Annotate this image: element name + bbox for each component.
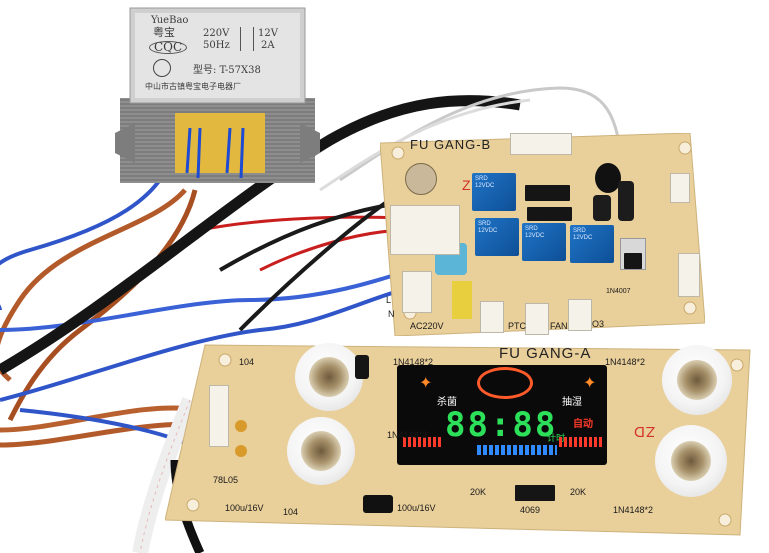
level-bar-center xyxy=(477,445,557,455)
transformer-output-current: 2A xyxy=(261,40,275,51)
blue-wire xyxy=(0,139,177,310)
silk-label-n: N xyxy=(388,309,395,319)
silk-cap-104-2: 104 xyxy=(239,357,255,367)
connector-l-n[interactable] xyxy=(402,271,432,313)
lcd-time-digits: 88:88 xyxy=(445,405,558,445)
silk-label-o3: O3 xyxy=(592,319,605,329)
regulator-body xyxy=(624,253,642,269)
spark-icon: ✦ xyxy=(583,375,597,392)
connector-ptc[interactable] xyxy=(480,301,504,333)
smd-electrolytic-capacitor xyxy=(363,495,393,513)
silk-diode-label: 1N4148*2 xyxy=(393,357,434,367)
knob-socket xyxy=(301,431,341,471)
red-wire xyxy=(199,215,401,232)
blue-wire xyxy=(0,268,411,332)
transformer-output-voltage: 12V xyxy=(258,28,278,39)
connector-ribbon-header[interactable] xyxy=(209,385,229,447)
ribbon-cable-edge xyxy=(139,399,191,553)
silk-cap-104: 104 xyxy=(283,507,299,517)
silk-diode-label-4: 1N4148*2 xyxy=(613,505,654,515)
certification-mark xyxy=(153,59,171,77)
electrolytic-capacitor xyxy=(593,195,611,221)
blue-wire xyxy=(0,283,421,402)
transformer-brand-cn: 粤宝 xyxy=(153,26,175,39)
level-bar-left xyxy=(403,437,443,447)
transformer-input-freq: 50Hz xyxy=(203,40,230,51)
tantalum-capacitor xyxy=(235,420,247,432)
knob-socket xyxy=(309,357,349,397)
fan-icon xyxy=(477,367,533,399)
fuse-holder xyxy=(452,281,472,319)
transformer-cert: CQC xyxy=(149,41,188,54)
rotary-knob-top-right[interactable] xyxy=(662,345,732,415)
brown-wire xyxy=(0,405,201,433)
ic-chip xyxy=(527,207,572,221)
transformer-brand-en: YueBao xyxy=(151,15,189,26)
spark-icon: ✦ xyxy=(419,375,433,392)
silk-diode-label-2: 1N4148*2 xyxy=(605,357,646,367)
connector-right-1[interactable] xyxy=(670,173,690,203)
brown-wire xyxy=(0,188,187,382)
connector-ribbon[interactable] xyxy=(510,133,572,155)
silk-res-label: 20K xyxy=(470,487,487,497)
knob-socket xyxy=(677,360,717,400)
transformer: YueBao 粤宝 CQC 220V 50Hz 12V 2A 型号: T-57X… xyxy=(115,3,320,188)
silk-cap-label: 100u/16V xyxy=(225,503,264,513)
ic-chip xyxy=(525,185,570,201)
lcd-dehumid-label: 抽湿 xyxy=(562,397,582,408)
winding-symbol xyxy=(240,27,254,51)
silk-label-fan: FAN xyxy=(550,321,568,331)
lcd-auto-label: 自动 xyxy=(573,419,593,430)
level-bar-right xyxy=(559,437,603,447)
pcb-board-bottom: FU GANG-A ZD 杀菌 抽湿 ✦ ✦ 88:88 计时 自动 4069 … xyxy=(165,335,755,540)
rotary-knob-bottom-left[interactable] xyxy=(287,417,355,485)
electrolytic-capacitor xyxy=(618,181,634,221)
rotary-knob-top-left[interactable] xyxy=(295,343,363,411)
electrolytic-capacitor xyxy=(595,163,621,193)
lcd-sterilize-label: 杀菌 xyxy=(437,397,457,408)
smd-electrolytic-capacitor xyxy=(355,355,369,379)
lcd-display: 杀菌 抽湿 ✦ ✦ 88:88 计时 自动 xyxy=(397,365,607,465)
silk-reg-label: 78L05 xyxy=(213,475,239,485)
transformer-body xyxy=(115,7,320,183)
pcb-bottom-title: FU GANG-A xyxy=(499,345,592,362)
silk-ic-label: 4069 xyxy=(520,505,541,515)
connector-o3[interactable] xyxy=(568,299,592,331)
silk-cap-label-2: 100u/16V xyxy=(397,503,436,513)
ic-4069 xyxy=(515,485,555,501)
silk-label-diode: 1N4007 xyxy=(606,288,631,295)
lcd-timer-label: 计时 xyxy=(547,433,566,443)
pcb-top-title: FU GANG-B xyxy=(410,137,492,152)
potentiometer[interactable] xyxy=(405,163,437,195)
rotary-knob-bottom-right[interactable] xyxy=(655,425,727,497)
silk-label-ptc: PTC xyxy=(508,321,526,331)
silk-diode-label-3: 1N4148*2 xyxy=(387,430,428,440)
connector-power-input[interactable] xyxy=(390,205,460,255)
silk-label-l: L xyxy=(386,295,392,305)
connector-fan[interactable] xyxy=(525,303,549,335)
transformer-maker: 中山市古镇粤宝电子电器厂 xyxy=(145,82,241,91)
knob-socket xyxy=(671,441,711,481)
silk-res-label-2: 20K xyxy=(570,487,587,497)
tantalum-capacitor xyxy=(235,445,247,457)
white-wire xyxy=(319,98,531,192)
silk-label-ac: AC220V xyxy=(410,321,444,331)
pcb-bottom-zd-mark: ZD xyxy=(633,423,655,440)
connector-right-2[interactable] xyxy=(678,253,700,297)
transformer-model: 型号: T-57X38 xyxy=(193,65,261,76)
transformer-input-voltage: 220V xyxy=(203,28,230,39)
